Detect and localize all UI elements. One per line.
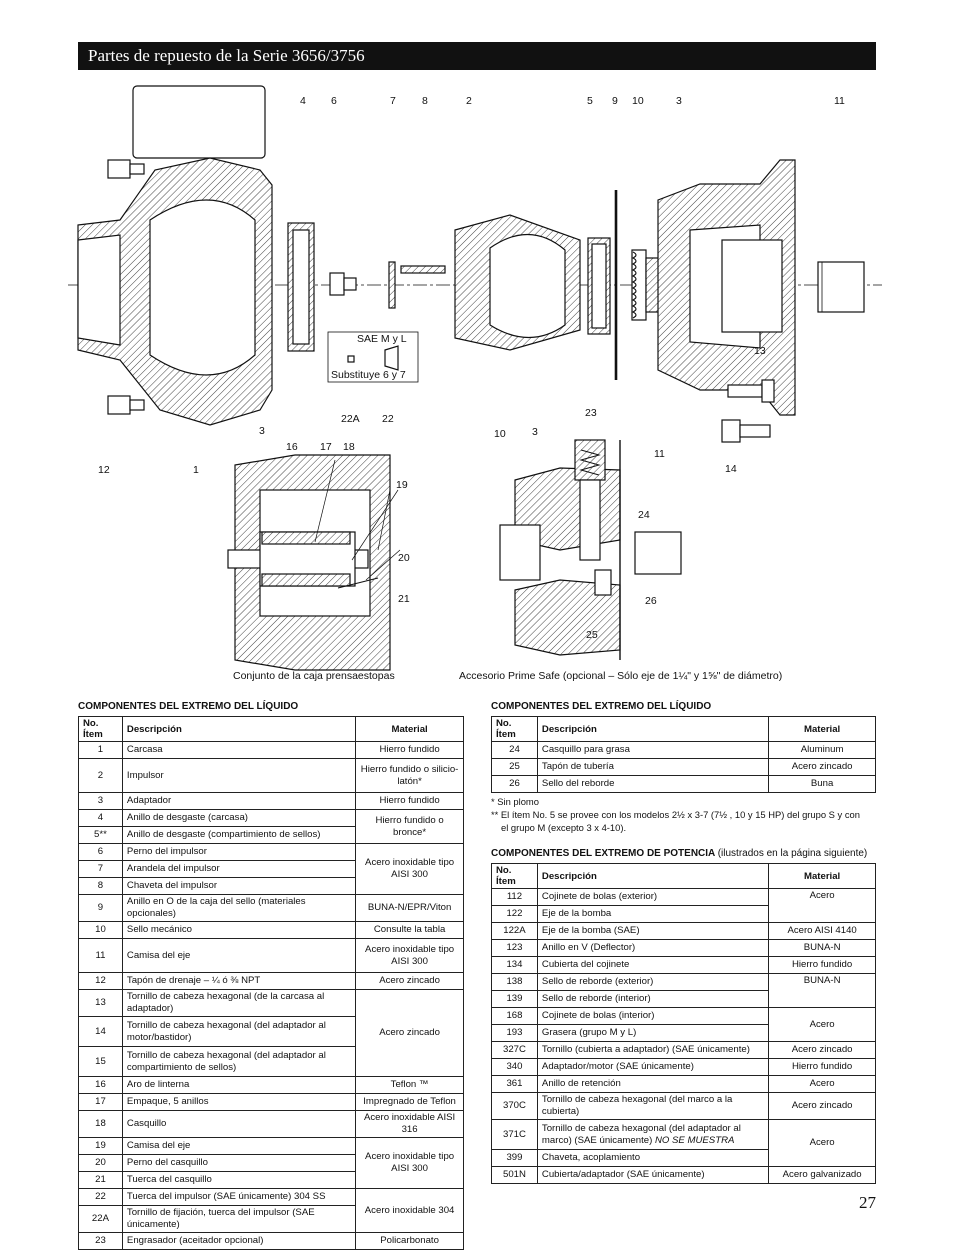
label-6: 6 — [331, 95, 337, 107]
col-header-material: Material — [355, 716, 464, 742]
col-header-desc: Descripción — [536, 716, 770, 742]
inset-note: Substituye 6 y 7 — [331, 369, 406, 381]
label-17: 17 — [320, 441, 332, 453]
row-371c-desc: Tornillo de cabeza hexagonal (del adapta… — [541, 1122, 741, 1146]
label-11-lower: 11 — [654, 448, 665, 460]
label-19: 19 — [396, 479, 408, 491]
label-1: 1 — [193, 464, 199, 476]
section-title-power-end: COMPONENTES DEL EXTREMO DE POTENCIA (ilu… — [491, 848, 867, 859]
label-5: 5 — [587, 95, 593, 107]
row-371c-note: NO SE MUESTRA — [654, 1134, 735, 1146]
footnote-2: ** El ítem No. 5 se provee con los model… — [491, 809, 860, 820]
inset-title: SAE M y L — [357, 333, 407, 345]
label-11: 11 — [834, 95, 845, 107]
table-row: 371C Tornillo de cabeza hexagonal (del a… — [491, 1119, 876, 1167]
label-8: 8 — [422, 95, 428, 107]
col-header-material: Material — [768, 716, 876, 742]
label-21: 21 — [398, 593, 410, 605]
label-22a: 22A — [341, 413, 360, 425]
col-header-desc: Descripción — [536, 863, 770, 889]
section-title-liquid-end: COMPONENTES DEL EXTREMO DEL LÍQUIDO — [78, 701, 299, 712]
label-24: 24 — [638, 509, 650, 521]
label-10: 10 — [632, 95, 644, 107]
footnote-2-cont: el grupo M (excepto 3 x 4-10). — [501, 822, 627, 833]
exploded-parts-diagram: SAE M y L Substituye 6 y 7 4 6 — [68, 85, 882, 671]
footnotes: * Sin plomo ** El ítem No. 5 se provee c… — [491, 795, 860, 834]
label-23: 23 — [585, 407, 597, 419]
section-note: (ilustrados en la página siguiente) — [717, 848, 868, 859]
caption-prime-safe: Accesorio Prime Safe (opcional – Sólo ej… — [459, 670, 783, 682]
label-14: 14 — [725, 463, 737, 475]
label-7: 7 — [390, 95, 396, 107]
col-header-no: No. Ítem — [491, 716, 538, 742]
label-9: 9 — [612, 95, 618, 107]
footnote-1: * Sin plomo — [491, 796, 539, 807]
label-22: 22 — [382, 413, 394, 425]
label-10-lower: 10 — [494, 428, 506, 440]
label-20: 20 — [398, 552, 410, 564]
label-4: 4 — [300, 95, 306, 107]
page-title: Partes de repuesto de la Serie 3656/3756 — [78, 42, 876, 70]
label-26: 26 — [645, 595, 657, 607]
page-number: 27 — [859, 1193, 876, 1212]
label-18: 18 — [343, 441, 355, 453]
col-header-material: Material — [768, 863, 876, 889]
label-3-lower: 3 — [532, 426, 538, 438]
col-header-no: No. Ítem — [491, 863, 538, 889]
label-25: 25 — [586, 629, 598, 641]
label-13: 13 — [754, 345, 766, 357]
caption-stuffing-box: Conjunto de la caja prensaestopas — [233, 670, 395, 682]
label-12: 12 — [98, 464, 110, 476]
label-3-left: 3 — [259, 425, 265, 437]
label-16: 16 — [286, 441, 298, 453]
label-3: 3 — [676, 95, 682, 107]
col-header-no: No. Ítem — [78, 716, 123, 742]
col-header-desc: Descripción — [121, 716, 357, 742]
section-title-power-end-text: COMPONENTES DEL EXTREMO DE POTENCIA — [491, 848, 715, 859]
section-title-liquid-end-2: COMPONENTES DEL EXTREMO DEL LÍQUIDO — [491, 701, 712, 712]
label-2: 2 — [466, 95, 472, 107]
